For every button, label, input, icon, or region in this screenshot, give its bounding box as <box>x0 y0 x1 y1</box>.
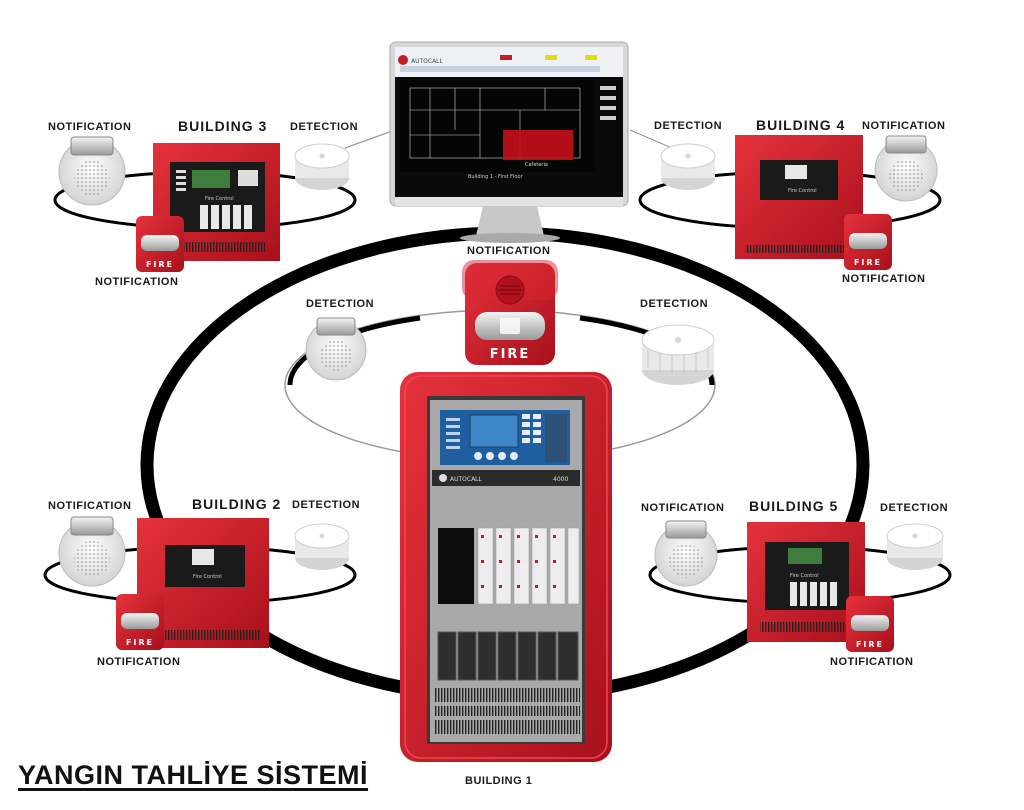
building-3-fire-strobe: FIRE <box>136 216 184 272</box>
building-5-notification-top-label: NOTIFICATION <box>641 502 725 514</box>
central-detection-right-label: DETECTION <box>640 298 709 310</box>
central-fire-strobe: FIRE <box>462 260 558 365</box>
svg-text:FIRE: FIRE <box>126 638 154 647</box>
building-4-label: BUILDING 4 <box>756 117 846 133</box>
main-panel-vent <box>434 688 580 702</box>
room-label: Cafeteria <box>525 162 548 168</box>
building-5-panel-caption: Fire Control <box>790 573 819 579</box>
building-2-notification-top-label: NOTIFICATION <box>48 500 132 512</box>
central-detection-left-label: DETECTION <box>306 298 375 310</box>
building-3-detection-label: DETECTION <box>290 121 359 133</box>
building-3-panel: Fire Control <box>153 143 280 261</box>
building-4-smoke-detector <box>660 143 716 190</box>
central-strobe-text: FIRE <box>490 347 531 362</box>
building-5-group: Fire Control FIRE <box>654 520 944 652</box>
alarm-zone <box>503 130 573 160</box>
building-3-notification-bottom-label: NOTIFICATION <box>95 276 179 288</box>
building-5-smoke-detector <box>886 523 944 570</box>
building-5-label: BUILDING 5 <box>749 498 839 514</box>
central-speaker-strobe <box>305 317 367 381</box>
building-4-notification-top-label: NOTIFICATION <box>862 120 946 132</box>
svg-text:FIRE: FIRE <box>854 258 882 267</box>
building-2-smoke-detector <box>294 523 350 570</box>
building-4-group: Fire Control FIRE <box>660 135 938 270</box>
building-2-panel-caption: Fire Control <box>193 574 222 580</box>
building-4-notification-bottom-label: NOTIFICATION <box>842 273 926 285</box>
building-4-speaker-strobe <box>874 135 938 202</box>
svg-text:FIRE: FIRE <box>856 640 884 649</box>
building-2-notification-bottom-label: NOTIFICATION <box>97 656 181 668</box>
computer-notification-label: NOTIFICATION <box>467 245 551 257</box>
building-2-fire-strobe: FIRE <box>116 594 164 650</box>
building-3-speaker-strobe <box>58 136 126 206</box>
connector-line-right <box>629 129 673 149</box>
building-5-speaker-strobe <box>654 520 718 587</box>
building-3-smoke-detector <box>294 143 350 190</box>
building-3-group: Fire Control FIRE <box>58 136 350 272</box>
monitor-stand <box>476 206 544 236</box>
building-4-panel: Fire Control <box>735 135 863 259</box>
main-fire-panel: AUTOCALL 4000 <box>400 372 612 762</box>
building-5-panel: Fire Control <box>747 522 865 642</box>
monitor: AUTOCALL Cafeteria Building 1 - First Fl… <box>389 41 629 243</box>
building-5-notification-bottom-label: NOTIFICATION <box>830 656 914 668</box>
building-5-fire-strobe: FIRE <box>846 596 894 652</box>
main-panel-model: 4000 <box>553 476 568 483</box>
building-1-label: BUILDING 1 <box>465 775 533 787</box>
building-2-detection-label: DETECTION <box>292 499 361 511</box>
building-4-fire-strobe: FIRE <box>844 214 892 270</box>
page-title: YANGIN TAHLİYE SİSTEMİ <box>18 760 369 790</box>
svg-text:FIRE: FIRE <box>146 260 174 269</box>
building-4-detection-label: DETECTION <box>654 120 723 132</box>
central-smoke-detector <box>641 324 715 385</box>
building-3-label: BUILDING 3 <box>178 118 268 134</box>
building-2-group: Fire Control FIRE <box>58 516 350 650</box>
building-3-notification-top-label: NOTIFICATION <box>48 121 132 133</box>
monitor-brand: AUTOCALL <box>411 58 444 65</box>
floor-caption: Building 1 - First Floor <box>468 174 524 180</box>
connector-line-left <box>344 129 396 149</box>
main-panel-brand: AUTOCALL <box>450 476 483 483</box>
building-3-panel-caption: Fire Control <box>205 196 234 202</box>
building-2-speaker-strobe <box>58 516 126 587</box>
building-4-panel-caption: Fire Control <box>788 188 817 194</box>
building-2-label: BUILDING 2 <box>192 496 282 512</box>
building-5-detection-label: DETECTION <box>880 502 949 514</box>
